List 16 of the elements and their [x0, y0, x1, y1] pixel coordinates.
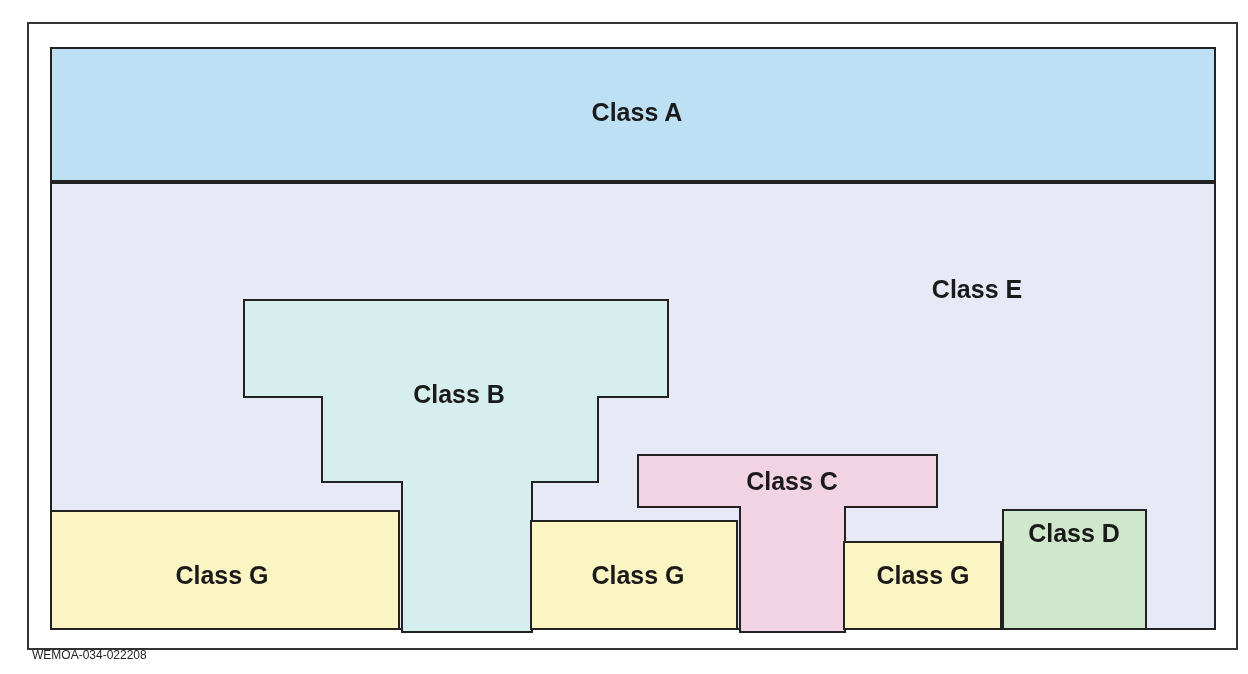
class-label: Class D [1028, 518, 1120, 550]
airspace-band [50, 47, 1216, 182]
class-label: Class E [931, 274, 1023, 306]
class-label: Class G [591, 560, 685, 592]
airspace-block [530, 520, 738, 630]
class-label: Class C [746, 466, 838, 498]
class-label: Class B [413, 379, 505, 411]
class-label: Class G [876, 560, 970, 592]
figure-id: WEMOA-034-022208 [32, 647, 147, 664]
t-shaped-airspace [244, 300, 668, 632]
class-label: Class A [591, 97, 683, 129]
airspace-area [50, 182, 1216, 630]
airspace-block [843, 541, 1002, 630]
class-label: Class G [175, 560, 269, 592]
airspace-block [50, 510, 400, 630]
airspace-block [1002, 509, 1147, 630]
